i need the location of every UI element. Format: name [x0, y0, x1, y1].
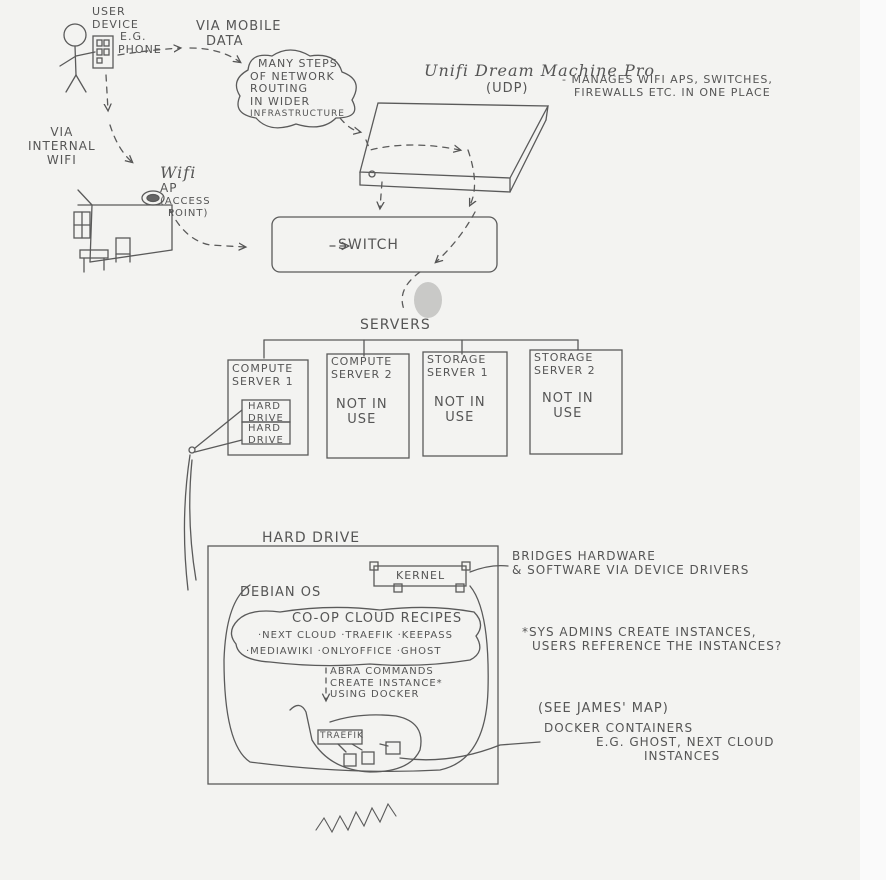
- recipes-cloud: [230, 606, 482, 667]
- room-sketch: [73, 189, 173, 273]
- via-mobile-label: VIA MOBILE DATA: [196, 19, 282, 49]
- switch-box: [271, 216, 498, 273]
- recipes-row-2: ·MEDIAWIKI ·ONLYOFFICE ·GHOST: [246, 646, 442, 657]
- traefik-label: TRAEFIK: [320, 731, 364, 741]
- kernel-box: [373, 565, 467, 587]
- user-figure: [59, 23, 96, 93]
- kernel-label: KERNEL: [396, 569, 446, 582]
- wifi-ap-label: Wifi AP (ACCESS POINT): [160, 163, 211, 219]
- server-box-3: [422, 351, 508, 457]
- containers-note: DOCKER CONTAINERS E.G. GHOST, NEXT CLOUD…: [544, 721, 775, 763]
- recipes-row-1: ·NEXT CLOUD ·TRAEFIK ·KEEPASS: [258, 630, 453, 641]
- udm-device: [359, 102, 550, 193]
- server-box-2: [326, 353, 410, 459]
- hard-drive-title: HARD DRIVE: [262, 530, 361, 546]
- hard-drive-frame: [207, 545, 499, 785]
- cloud-label: MANY STEPS OF NETWORK ROUTING IN WIDER I…: [250, 57, 345, 119]
- server-box-1: [227, 359, 309, 456]
- server-box-4: [529, 349, 623, 455]
- kernel-note: BRIDGES HARDWARE& SOFTWARE VIA DEVICE DR…: [512, 549, 750, 577]
- admin-note: *SYS ADMINS CREATE INSTANCES,USERS REFER…: [522, 625, 783, 653]
- abra-note: ABRA COMMANDS CREATE INSTANCE* USING DOC…: [330, 666, 443, 700]
- traefik-box: [317, 729, 363, 745]
- user-device-label: USER DEVICE E.G. PHONE: [92, 5, 162, 56]
- via-wifi-label: VIA INTERNAL WIFI: [28, 125, 96, 167]
- os-boundary: [223, 584, 489, 773]
- paper-edge: [860, 0, 886, 880]
- udm-abbr: (UDP): [486, 81, 529, 96]
- hard-drive-slot-2: [241, 421, 291, 445]
- switch-label: SWITCH: [338, 237, 399, 253]
- os-label: DEBIAN OS: [240, 585, 322, 600]
- servers-heading: SERVERS: [360, 317, 431, 333]
- cloud-shape: [235, 49, 357, 129]
- recipes-title: CO-OP CLOUD RECIPES: [292, 611, 463, 626]
- udm-title: Unifi Dream Machine Pro: [424, 61, 655, 80]
- udm-note: - MANAGES WIFI APS, SWITCHES, FIREWALLS …: [562, 73, 773, 99]
- map-note: (SEE JAMES' MAP): [538, 701, 669, 716]
- phone-icon: [92, 35, 114, 69]
